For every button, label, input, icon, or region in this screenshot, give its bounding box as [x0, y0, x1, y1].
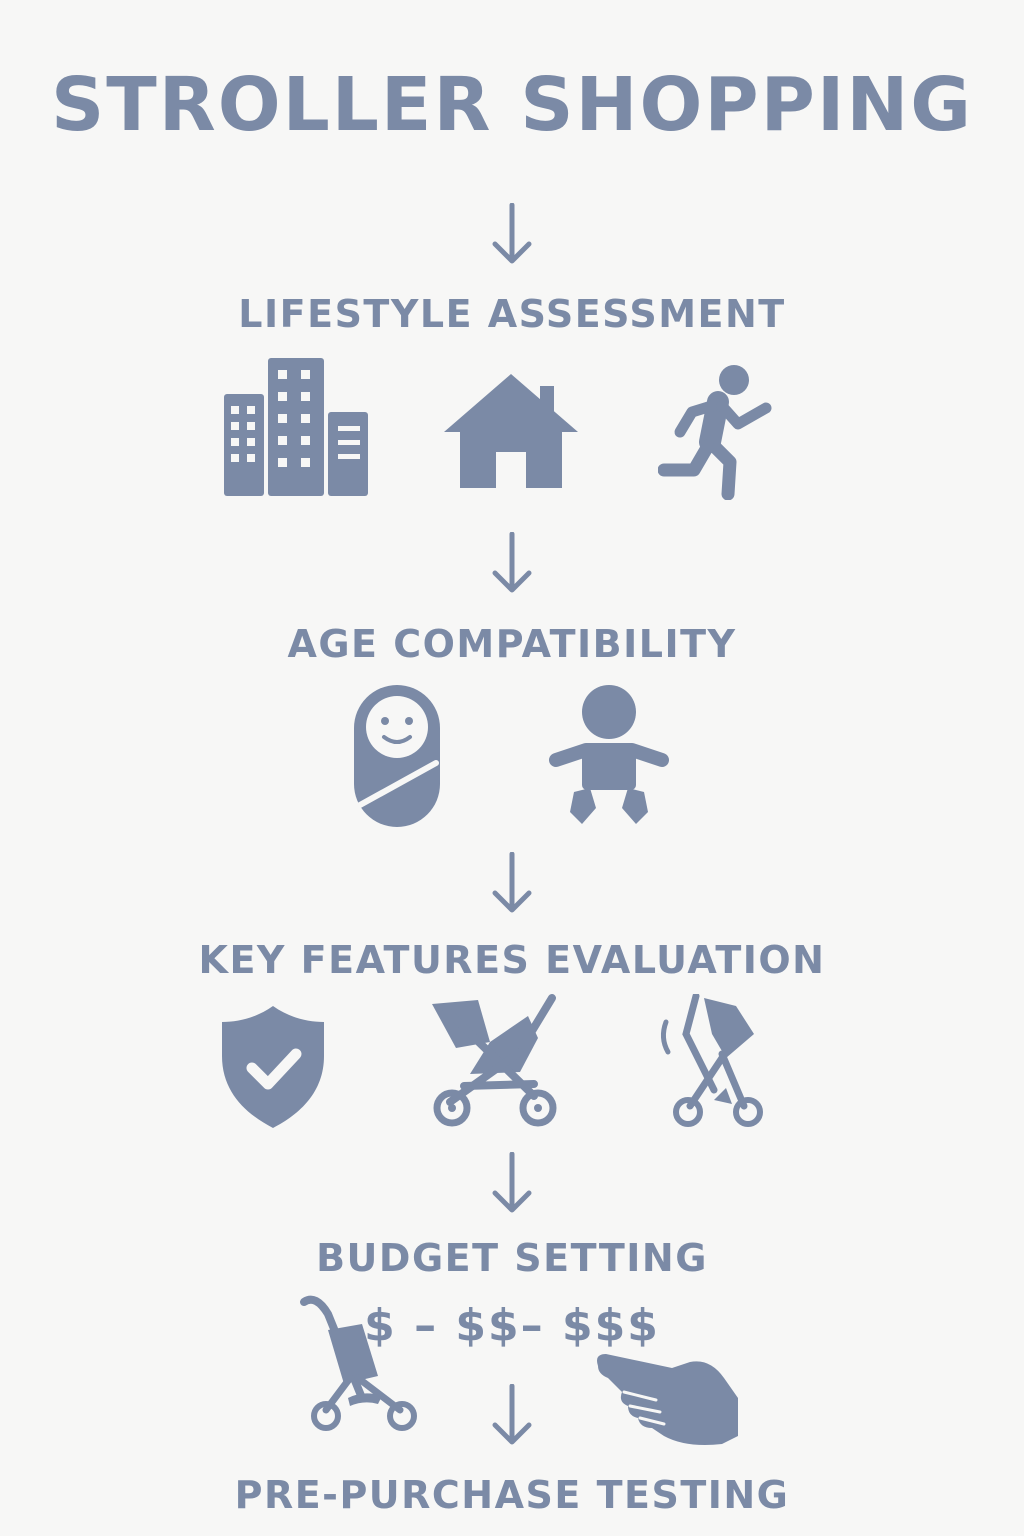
price-range: $ – $$– $$$	[364, 1300, 660, 1351]
pointing-hand-icon	[597, 1354, 738, 1445]
umbrella-stroller-icon	[300, 1295, 417, 1431]
city-buildings-icon	[224, 358, 368, 496]
house-icon	[444, 374, 578, 488]
folding-stroller-icon	[660, 994, 763, 1127]
step-lifestyle-assessment: LIFESTYLE ASSESSMENT	[238, 292, 786, 336]
down-arrow-icon	[492, 532, 532, 593]
down-arrow-icon	[492, 852, 532, 913]
step-pre-purchase-testing: PRE-PURCHASE TESTING	[234, 1473, 790, 1517]
down-arrow-icon	[492, 1384, 532, 1445]
toddler-icon	[549, 685, 669, 824]
full-size-stroller-icon	[432, 994, 557, 1127]
swaddled-newborn-icon	[354, 685, 440, 827]
diagram-title: STROLLER SHOPPING	[50, 62, 974, 148]
step-age-compatibility: AGE COMPATIBILITY	[287, 622, 737, 666]
step-budget-setting: BUDGET SETTING	[316, 1236, 708, 1280]
down-arrow-icon	[492, 203, 532, 264]
step-key-features-evaluation: KEY FEATURES EVALUATION	[198, 938, 826, 982]
safety-shield-check-icon	[222, 1006, 324, 1128]
running-person-icon	[658, 365, 772, 500]
down-arrow-icon	[492, 1152, 532, 1213]
